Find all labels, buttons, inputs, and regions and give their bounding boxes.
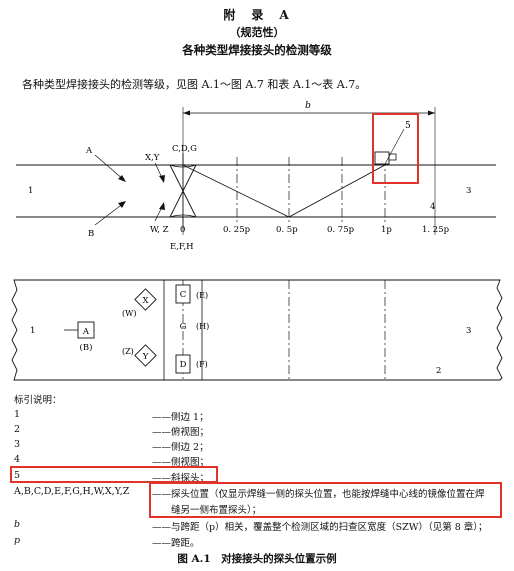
normative-label: （规范性）	[229, 26, 285, 39]
legend-value-4: ——侧视图；	[152, 457, 210, 468]
probe-E-label: (E)	[196, 291, 208, 300]
probe-Y-label: Y	[142, 352, 149, 362]
legend-value-3: ——侧边 2；	[152, 442, 209, 453]
legend-key-4: 4	[14, 454, 21, 465]
probe-H-label: (H)	[196, 322, 209, 331]
bottom-label-2: 2	[436, 366, 441, 376]
bottom-label-3: 3	[466, 326, 471, 336]
legend-value-b: ——与跨距（p）相关，覆盖整个检测区域的扫查区宽度（SZW）（见第 8 章）；	[152, 522, 488, 533]
legend-value-1: ——侧边 1；	[152, 412, 209, 423]
label-WZ: W, Z	[150, 225, 169, 235]
arrow-A-head	[118, 175, 126, 182]
label-side-3: 3	[466, 186, 471, 196]
legend-key-5: 5	[14, 470, 21, 481]
legend-value-p: ——跨距。	[152, 538, 200, 549]
highlight-legend-5	[10, 466, 218, 483]
label-EFH: E,F,H	[170, 242, 194, 252]
label-CDG: C,D,G	[172, 144, 197, 154]
beam-path	[182, 164, 386, 218]
top-view-diagram: A (B) X (W) Y (Z) C (E) G (H) D (F) 1 3 …	[11, 279, 503, 381]
label-5: 5	[405, 121, 411, 131]
label-side-1: 1	[28, 186, 33, 196]
label-025p: 0. 25p	[223, 225, 251, 235]
highlight-legend-positions	[149, 482, 502, 518]
label-A: A	[85, 146, 93, 156]
appendix-title: 附 录 A	[223, 8, 291, 22]
side-view-diagram: b 5 A X,Y C,D,G B W, Z 1 3 4 0 0. 25p 0.…	[16, 101, 496, 252]
probe-W-label: (W)	[122, 309, 136, 318]
arrow-WZ-head	[159, 202, 165, 210]
figure-caption: 图 A.1 对接接头的探头位置示例	[177, 553, 337, 565]
probe-C-icon	[175, 284, 191, 304]
legend-key-3: 3	[14, 439, 21, 450]
arrow-A-line	[94, 154, 125, 181]
label-0: 0	[180, 225, 185, 235]
b-arrow-right	[428, 110, 435, 116]
legend-value-positions-cont: 缝另一侧布置探头）；	[152, 505, 262, 516]
legend-key-b: b	[14, 519, 21, 530]
legend-key-1: 1	[14, 409, 21, 420]
probe-F-label: (F)	[196, 360, 208, 369]
legend-key-p: p	[14, 535, 21, 546]
appendix-heading: 各种类型焊接接头的检测等级	[182, 43, 332, 57]
probe-X-label: X	[142, 296, 149, 306]
label-4: 4	[430, 202, 435, 212]
leader-5	[384, 128, 405, 165]
probe-Z-label: (Z)	[122, 347, 134, 356]
legend-value-2: ——俯视图；	[152, 427, 210, 438]
label-05p: 0. 5p	[276, 225, 298, 235]
arrow-XY-head	[159, 175, 165, 183]
label-125p: 1. 25p	[422, 225, 450, 235]
label-XY: X,Y	[145, 153, 160, 163]
legend-value-positions: ——探头位置（仅显示焊缝一侧的探头位置，也能按焊缝中心线的镜像位置在焊	[152, 489, 485, 500]
arrow-B-head	[118, 201, 126, 208]
label-b: b	[305, 101, 311, 111]
probe-G-label: G	[180, 322, 187, 332]
legend-heading: 标引说明：	[14, 395, 62, 406]
probe-X-icon	[134, 288, 157, 311]
label-075p: 0. 75p	[327, 225, 355, 235]
probe-D-icon	[175, 354, 191, 374]
intro-paragraph: 各种类型焊接接头的检测等级，见图 A.1～图 A.7 和表 A.1～表 A.7。	[22, 78, 367, 91]
probe-D-label: D	[180, 360, 187, 370]
legend-value-5: ——斜探头；	[152, 473, 210, 484]
highlight-probe-5	[372, 113, 419, 184]
label-1p: 1p	[381, 225, 392, 235]
legend-key-positions: A,B,C,D,E,F,G,H,W,X,Y,Z	[14, 486, 130, 497]
probe-B-label: (B)	[80, 342, 93, 353]
label-B: B	[88, 229, 94, 239]
arrow-B-line	[94, 202, 125, 226]
probe-Y-icon	[134, 344, 157, 367]
bottom-label-1: 1	[30, 326, 35, 336]
b-arrow-left	[183, 110, 190, 116]
probe-C-label: C	[180, 290, 187, 300]
legend-key-2: 2	[14, 424, 21, 435]
plate-outline	[11, 279, 503, 381]
probe-A-label: A	[82, 327, 90, 337]
